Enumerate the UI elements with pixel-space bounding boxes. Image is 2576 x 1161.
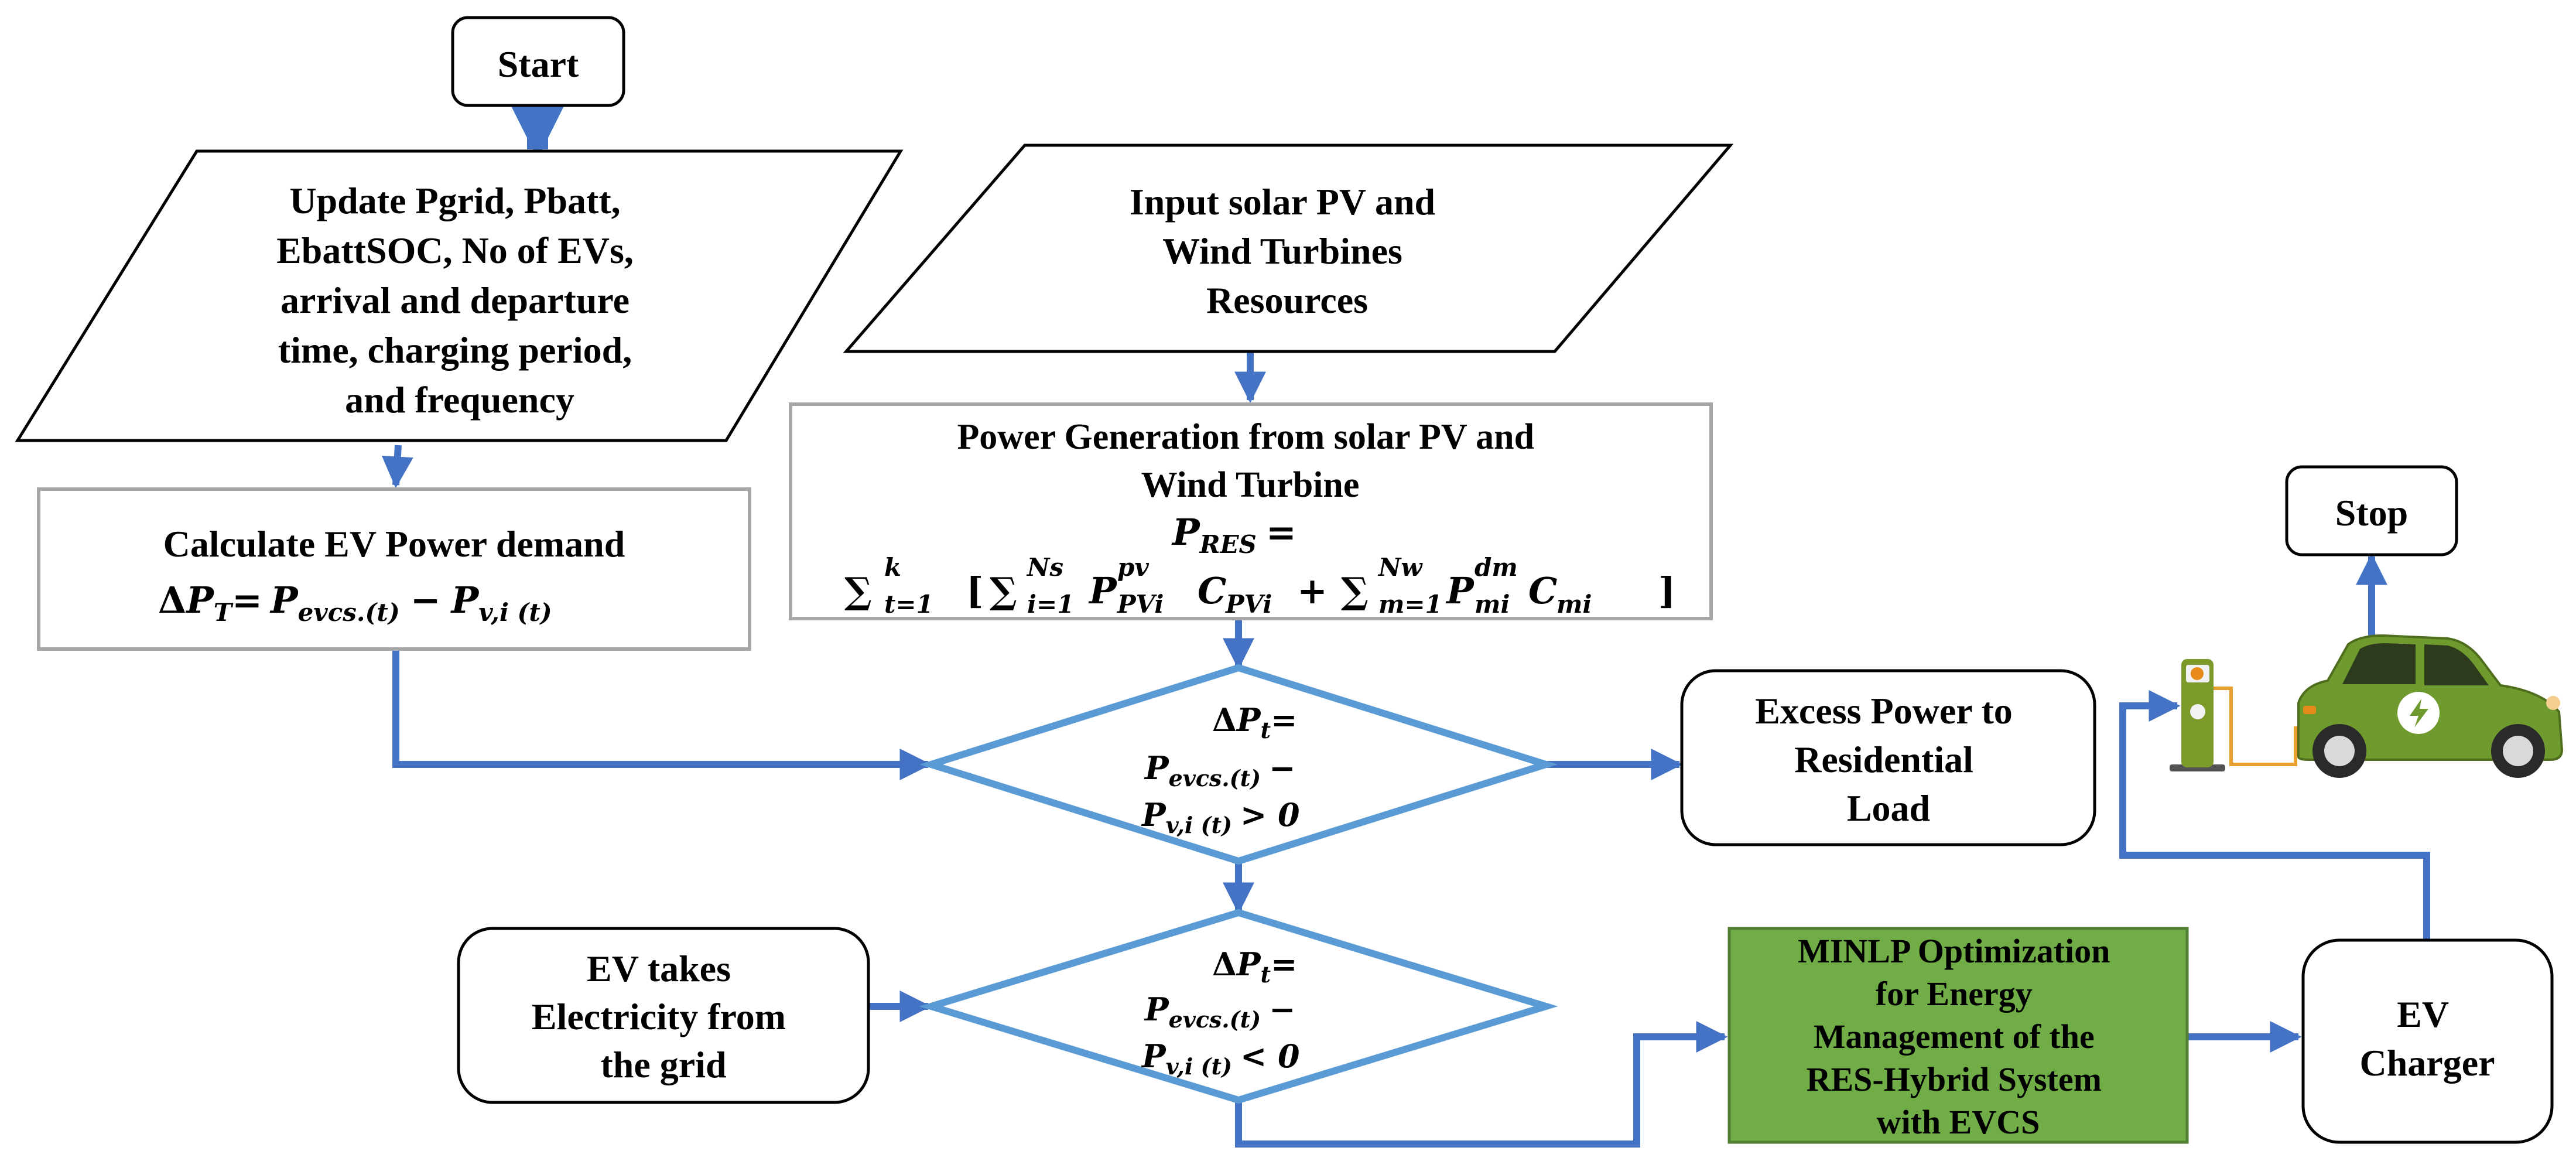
excess-power-node: Excess Power to Residential Load	[1680, 669, 2096, 846]
svg-text:Ns: Ns	[1026, 553, 1063, 582]
svg-text:dm: dm	[1475, 553, 1518, 582]
calc-ev-demand-title: Calculate EV Power demand	[163, 523, 625, 565]
svg-text:+: +	[1297, 569, 1328, 612]
decision-excess-node: ΔPt= Pevcs.(t)− Pv,i (t)> 0	[919, 664, 1558, 865]
excess-power-text: Excess Power to Residential Load	[1755, 690, 2022, 829]
ev-charger-text: EV Charger	[2359, 993, 2495, 1084]
calc-ev-demand-node: Calculate EV Power demand ΔPT=Pevcs.(t)−…	[37, 487, 751, 651]
start-node: Start	[451, 16, 625, 107]
power-generation-node: Power Generation from solar PV and Wind …	[789, 402, 1713, 620]
svg-text:]: ]	[1658, 569, 1675, 612]
arrow-calc-to-diamond1	[392, 650, 932, 780]
charging-station-icon	[2170, 659, 2297, 771]
decision-deficit-line1: ΔPt=	[1212, 945, 1297, 988]
arrow-charger-to-station	[2119, 690, 2430, 939]
decision-deficit-node: ΔPt= Pevcs.(t)− Pv,i (t)< 0	[919, 909, 1558, 1104]
power-generation-title: Power Generation from solar PV and Wind …	[957, 417, 1543, 505]
svg-text:P: P	[1445, 569, 1475, 612]
decision-deficit-line3: Pv,i (t)< 0	[1141, 1037, 1300, 1080]
decision-excess-line3: Pv,i (t)> 0	[1141, 796, 1300, 838]
update-parameters-node: Update Pgrid, Pbatt, EbattSOC, No of EVs…	[15, 149, 904, 442]
svg-text:pv: pv	[1117, 553, 1149, 582]
svg-text:C: C	[1198, 569, 1226, 612]
svg-text:PVi: PVi	[1117, 590, 1164, 619]
stop-label: Stop	[2335, 492, 2409, 534]
svg-text:C: C	[1528, 569, 1557, 612]
svg-text:[: [	[966, 569, 983, 612]
svg-text:∑: ∑	[1341, 569, 1369, 612]
electric-car-icon	[2297, 634, 2564, 778]
start-label: Start	[498, 43, 579, 85]
p-res-equation-lhs: PRES=	[1171, 511, 1296, 559]
svg-text:mi: mi	[1556, 590, 1592, 619]
ev-grid-node: EV takes Electricity from the grid	[457, 927, 870, 1104]
ev-charger-node: EV Charger	[2301, 938, 2554, 1144]
minlp-optimization-node: MINLP Optimization for Energy Management…	[1727, 927, 2189, 1144]
svg-text:Nw: Nw	[1377, 553, 1423, 582]
input-resources-text: Input solar PV and Wind Turbines Resourc…	[1130, 181, 1445, 321]
decision-deficit-line2: Pevcs.(t)−	[1144, 991, 1295, 1033]
svg-text:∑: ∑	[844, 569, 872, 612]
stop-node: Stop	[2285, 465, 2458, 556]
ev-grid-text: EV takes Electricity from the grid	[532, 948, 795, 1085]
calc-ev-demand-equation: ΔPT=Pevcs.(t)−Pv,i (t)	[158, 579, 552, 627]
arrow-diamond2-to-minlp	[1235, 1021, 1728, 1148]
svg-text:k: k	[884, 553, 901, 582]
svg-text:mi: mi	[1475, 590, 1510, 619]
minlp-optimization-text: MINLP Optimization for Energy Management…	[1798, 932, 2119, 1141]
svg-text:i=1: i=1	[1027, 590, 1074, 619]
svg-text:t=1: t=1	[884, 590, 933, 619]
arrow-update-to-calc	[381, 445, 413, 489]
connectors	[381, 64, 2430, 1148]
svg-text:∑: ∑	[990, 569, 1017, 612]
decision-excess-line2: Pevcs.(t)−	[1144, 749, 1295, 791]
svg-text:P: P	[1088, 569, 1118, 612]
p-res-equation-rhs: ∑ k t=1 [ ∑ Ns i=1 P pv PVi C PVi + ∑ Nw…	[844, 553, 1675, 619]
ev-charging-station-with-car-icon	[2170, 634, 2564, 778]
svg-text:m=1: m=1	[1378, 590, 1442, 619]
decision-excess-line1: ΔPt=	[1212, 701, 1297, 743]
update-parameters-text: Update Pgrid, Pbatt, EbattSOC, No of EVs…	[276, 180, 643, 421]
input-resources-node: Input solar PV and Wind Turbines Resourc…	[843, 144, 1734, 353]
svg-text:PVi: PVi	[1225, 590, 1272, 619]
